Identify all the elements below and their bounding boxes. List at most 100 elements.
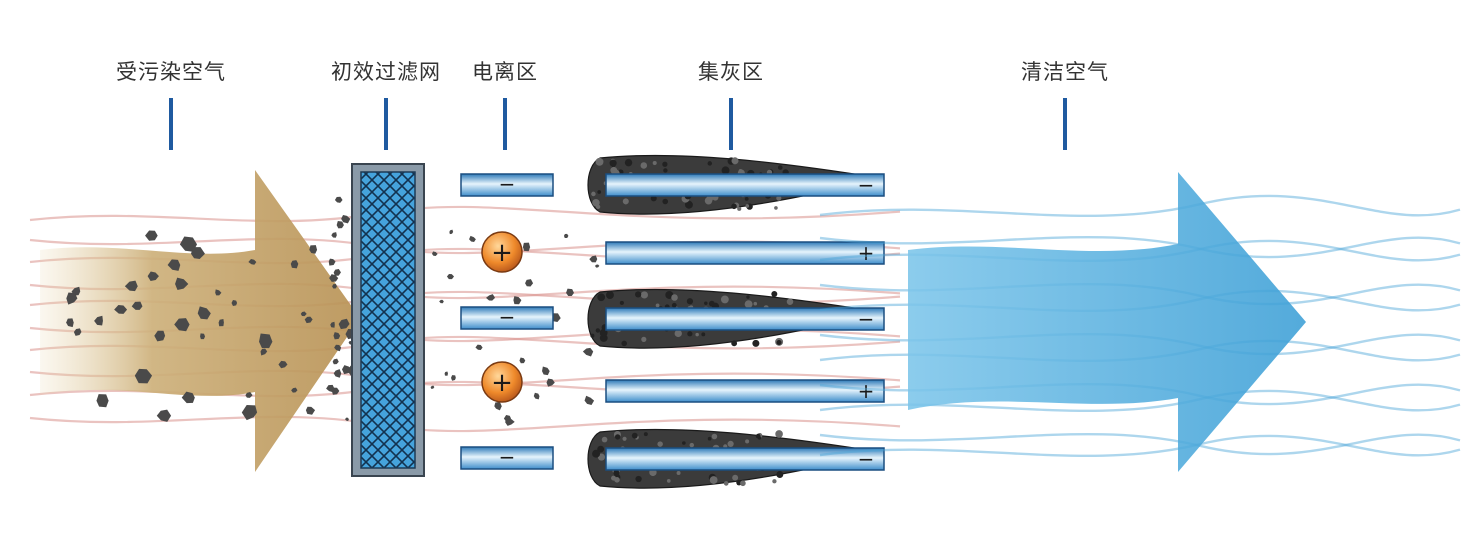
- dust-grain: [640, 291, 649, 299]
- dust-grain: [605, 291, 614, 300]
- dust-particle: [94, 315, 103, 326]
- collector-plate-charge: +: [858, 379, 875, 403]
- label-collection-zone: 集灰区: [698, 60, 764, 84]
- clean-air-arrow: [908, 172, 1306, 472]
- dust-grain: [721, 166, 730, 175]
- dust-grain: [674, 329, 682, 338]
- dust-particle: [215, 289, 222, 296]
- dust-grain: [676, 471, 681, 476]
- tick-pre-filter: [384, 98, 388, 150]
- tick-polluted-air: [169, 98, 173, 150]
- dust-grain: [624, 158, 633, 167]
- dust-particle: [533, 392, 540, 400]
- dust-particle: [551, 313, 561, 322]
- dust-grain: [740, 480, 746, 487]
- dust-grain: [720, 295, 729, 304]
- dust-grain: [701, 332, 706, 337]
- dust-grain: [753, 301, 758, 306]
- dust-grain: [707, 161, 713, 166]
- dust-particle: [333, 332, 341, 340]
- clean-air-stream: [819, 434, 1461, 458]
- dust-particle: [175, 277, 189, 290]
- dust-grain: [695, 332, 699, 337]
- dust-particle: [154, 330, 166, 342]
- dust-particle: [147, 271, 159, 281]
- dust-particle: [114, 305, 128, 314]
- dust-grain: [655, 303, 660, 308]
- dust-particle: [566, 288, 575, 296]
- collector-plate: [605, 307, 885, 331]
- dust-particle: [259, 333, 273, 349]
- dust-grain: [776, 471, 784, 478]
- dust-particle: [291, 387, 298, 393]
- collector-plate-charge: −: [858, 173, 875, 197]
- collector-plate: [605, 173, 885, 197]
- dust-particle: [584, 395, 595, 405]
- collector-plate: [605, 379, 885, 403]
- dust-grain: [686, 298, 694, 305]
- tick-ionization-zone: [503, 98, 507, 150]
- dust-grain: [650, 195, 657, 202]
- ionizer-wire: [481, 231, 523, 273]
- dust-grain: [772, 479, 777, 484]
- polluted-air-arrow: [40, 170, 360, 472]
- dust-particle: [248, 258, 257, 265]
- dust-grain: [619, 300, 624, 305]
- dust-particle: [305, 406, 316, 415]
- dust-grain: [771, 291, 778, 298]
- dirty-air-stream: [29, 205, 901, 223]
- dust-grain: [746, 295, 750, 299]
- ionizer-plate-charge: −: [499, 172, 516, 196]
- dust-particle: [124, 280, 138, 292]
- dust-particle: [245, 391, 253, 398]
- dust-particle: [469, 235, 476, 242]
- dust-particle: [341, 214, 351, 224]
- collector-plate-charge: −: [858, 447, 875, 471]
- label-ionization-zone: 电离区: [472, 60, 538, 84]
- ionizer-plate-charge: −: [499, 305, 516, 329]
- dust-particle: [329, 274, 339, 282]
- dust-particle: [449, 229, 454, 235]
- label-clean-air: 清洁空气: [1021, 60, 1109, 84]
- dust-particle: [181, 391, 195, 404]
- dust-grain: [592, 198, 600, 207]
- dust-particle: [328, 258, 336, 266]
- dust-particle: [542, 366, 550, 376]
- dust-grain: [614, 434, 621, 440]
- dust-particle: [73, 328, 82, 336]
- dust-grain: [744, 196, 749, 201]
- dust-grain: [614, 476, 620, 483]
- polluted-air-arrow-layer: [40, 170, 360, 472]
- dust-grain: [595, 328, 601, 333]
- dust-particle: [304, 316, 313, 324]
- dust-particle: [333, 268, 341, 276]
- ionizer-plate: [460, 306, 554, 330]
- dust-grain: [652, 160, 657, 166]
- dust-grain: [622, 198, 629, 205]
- dust-grain: [621, 340, 627, 347]
- dust-particle: [260, 348, 268, 356]
- dust-particle: [338, 318, 350, 330]
- dust-grain: [704, 301, 708, 305]
- collection-zone-layer: −+−+−: [587, 154, 885, 489]
- collector-plate: [605, 241, 885, 265]
- dust-grain: [591, 191, 596, 197]
- dust-particle: [503, 415, 512, 422]
- dust-particle: [66, 292, 78, 305]
- dust-grain: [687, 331, 693, 337]
- ionizer-wire: [481, 361, 523, 403]
- dust-grain: [744, 300, 753, 309]
- collector-plate: [605, 447, 885, 471]
- collector-plate-charge: +: [858, 241, 875, 265]
- dust-grain: [657, 441, 663, 447]
- dust-grain: [662, 161, 668, 167]
- dust-grain: [737, 206, 742, 211]
- dust-particle: [241, 405, 258, 421]
- dust-grain: [776, 339, 782, 346]
- dust-particle: [519, 357, 526, 364]
- dust-grain: [635, 291, 642, 298]
- dust-particle: [331, 232, 337, 238]
- dust-grain: [662, 198, 669, 205]
- dust-grain: [592, 449, 601, 458]
